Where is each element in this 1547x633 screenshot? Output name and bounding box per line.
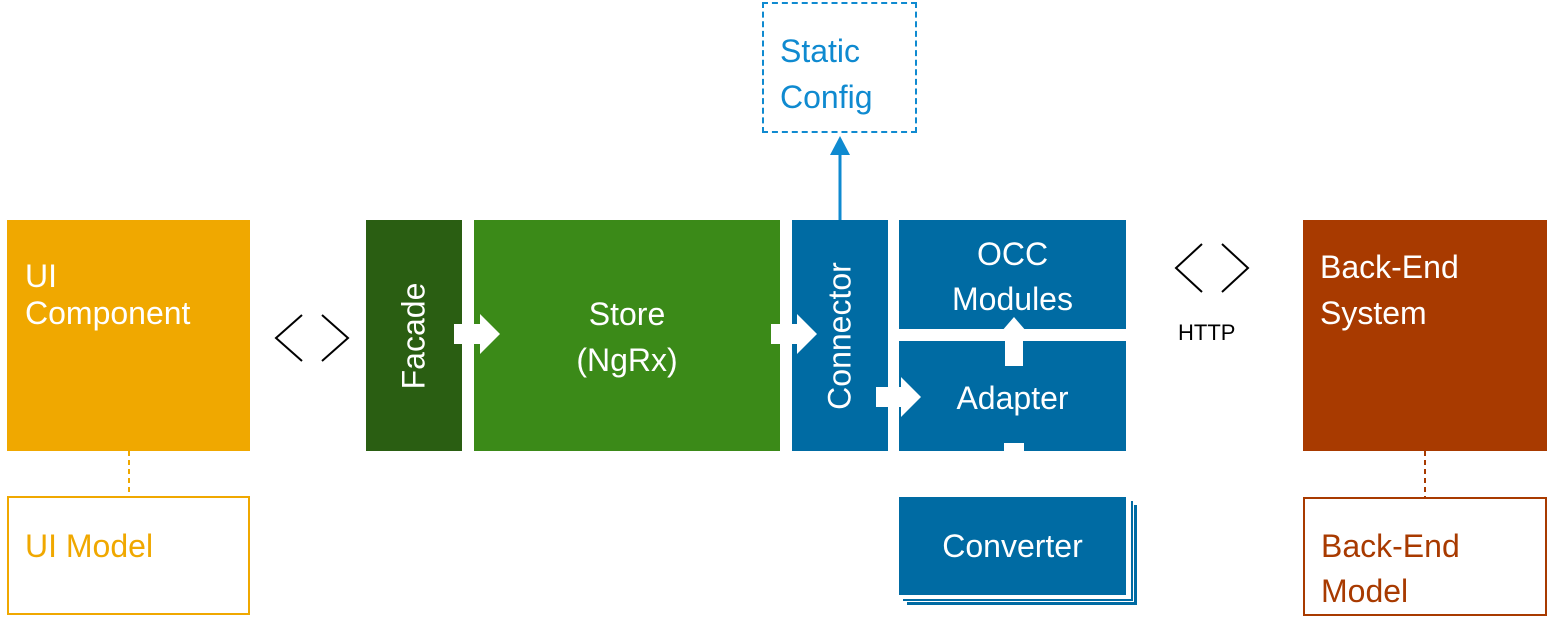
store-line1: Store: [588, 296, 666, 332]
backend-system-line1: Back-End: [1320, 249, 1459, 285]
ui-component-line1: UI: [25, 258, 57, 294]
ui-model-label: UI Model: [25, 528, 154, 564]
ui-model-box: UI Model: [7, 496, 250, 615]
backend-system-box: Back-End System: [1303, 220, 1547, 451]
facade-box: Facade: [366, 220, 462, 451]
occ-modules-box: OCC Modules: [899, 220, 1126, 329]
converter-box: Converter: [899, 497, 1126, 595]
bidirectional-chevrons-icon: [274, 314, 350, 362]
static-config-line2: Config: [780, 79, 873, 115]
adapter-label: Adapter: [956, 380, 1069, 416]
occ-modules-line1: OCC: [976, 236, 1049, 272]
block-arrow-icon: [876, 377, 921, 417]
block-arrow-icon: [454, 314, 500, 354]
block-arrow-icon: [771, 314, 817, 354]
backend-model-line2: Model: [1321, 573, 1409, 609]
block-arrow-icon: [994, 443, 1034, 497]
backend-system-line2: System: [1320, 295, 1427, 331]
adapter-box: Adapter: [899, 341, 1126, 451]
store-line2: (NgRx): [576, 342, 678, 378]
arrow-up-icon: [830, 136, 850, 155]
static-config-box: Static Config: [762, 2, 917, 133]
static-config-line1: Static: [780, 33, 861, 69]
http-chevrons-icon: [1174, 243, 1250, 293]
backend-model-box: Back-End Model: [1303, 497, 1547, 616]
ui-component-line2: Component: [25, 295, 191, 331]
store-box: Store (NgRx): [474, 220, 780, 451]
ui-component-box: UI Component: [7, 220, 250, 451]
backend-model-line1: Back-End: [1321, 528, 1460, 564]
converter-label: Converter: [942, 528, 1083, 564]
occ-modules-line2: Modules: [952, 281, 1073, 317]
block-arrow-icon: [995, 317, 1033, 366]
http-label: HTTP: [1178, 320, 1236, 345]
